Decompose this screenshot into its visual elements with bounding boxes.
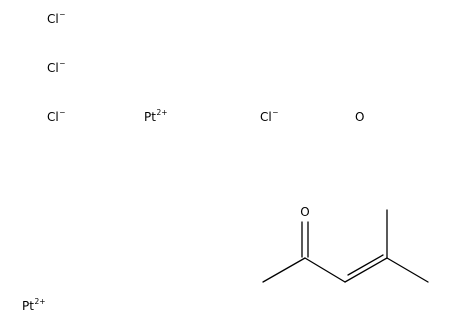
oxygen-atom: O — [355, 110, 364, 124]
element-symbol: O — [355, 110, 365, 124]
chloride-ion: Cl− — [47, 108, 66, 124]
bond-single — [304, 257, 346, 283]
element-symbol: Cl — [47, 61, 59, 75]
chloride-ion: Cl− — [47, 59, 66, 75]
bond-double-line — [344, 257, 388, 283]
ion-charge: 2+ — [156, 108, 168, 117]
ion-charge: − — [59, 108, 66, 117]
bond-single — [262, 257, 306, 283]
ion-charge: 2+ — [34, 297, 46, 306]
element-symbol: Cl — [47, 110, 59, 124]
element-symbol: Cl — [260, 110, 272, 124]
ion-charge: − — [59, 59, 66, 68]
platinum-ion: Pt2+ — [144, 108, 168, 124]
platinum-ion: Pt2+ — [22, 297, 46, 313]
chloride-ion: Cl− — [260, 108, 279, 124]
element-symbol: Cl — [47, 12, 59, 26]
ion-charge: − — [272, 108, 279, 117]
carbonyl-oxygen-label: O — [300, 205, 309, 219]
bond-single — [386, 257, 429, 283]
bond-double-line — [347, 254, 384, 276]
element-symbol: Pt — [22, 299, 34, 313]
ion-charge: − — [59, 10, 66, 19]
chloride-ion: Cl− — [47, 10, 66, 26]
element-symbol: Pt — [144, 110, 156, 124]
